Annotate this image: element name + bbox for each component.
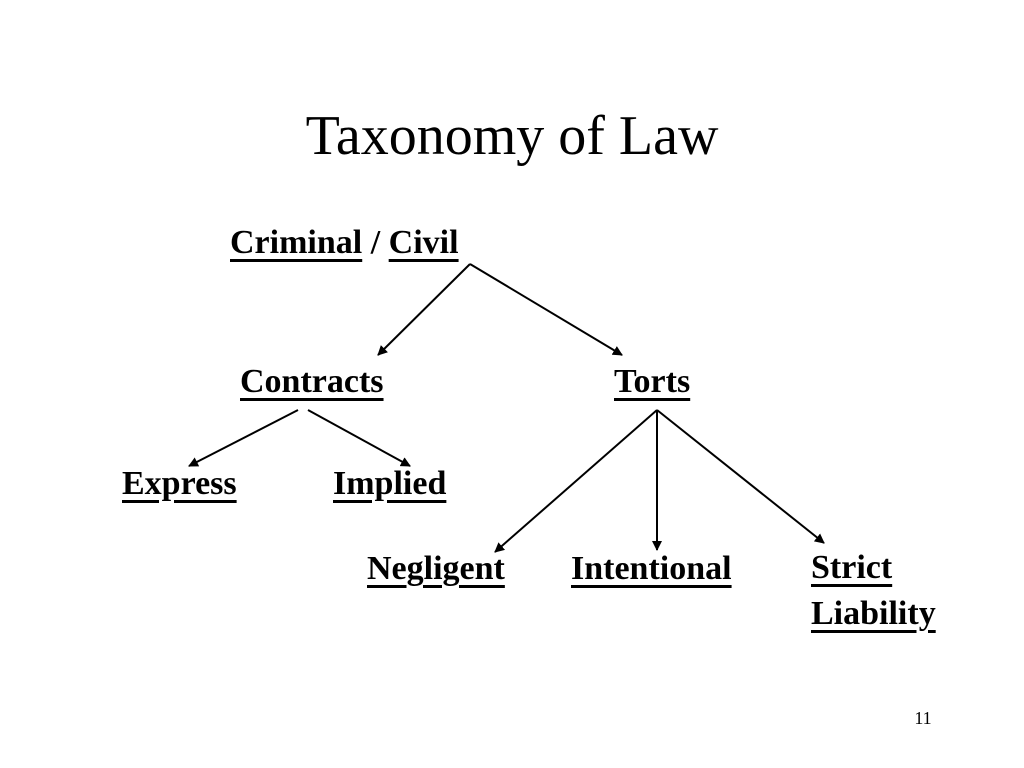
edge-torts-to-strict-liability bbox=[656, 409, 825, 544]
strict-liability-line-2: Liability bbox=[811, 595, 936, 632]
page-number: 11 bbox=[914, 708, 932, 728]
edge-root-to-torts bbox=[469, 263, 623, 356]
express-node: Express bbox=[122, 465, 237, 502]
edge-root-to-contracts bbox=[377, 263, 471, 356]
edge-torts-to-negligent bbox=[494, 409, 658, 553]
root-civil-label: Civil bbox=[388, 224, 459, 261]
edge-contracts-to-implied bbox=[307, 409, 411, 467]
edge-contracts-to-express bbox=[188, 409, 299, 467]
root-separator: / bbox=[370, 224, 381, 261]
root-criminal-label: Criminal bbox=[230, 224, 363, 261]
root-node: Criminal / Civil bbox=[230, 223, 459, 263]
intentional-node: Intentional bbox=[571, 550, 732, 587]
contracts-node: Contracts bbox=[240, 363, 384, 400]
implied-node: Implied bbox=[333, 465, 447, 502]
strict-liability-line-1: Strict bbox=[811, 549, 893, 586]
strict-liability-node: Strict Liability bbox=[811, 545, 936, 637]
torts-node: Torts bbox=[614, 363, 691, 400]
negligent-node: Negligent bbox=[367, 550, 505, 587]
slide-title: Taxonomy of Law bbox=[305, 105, 719, 167]
